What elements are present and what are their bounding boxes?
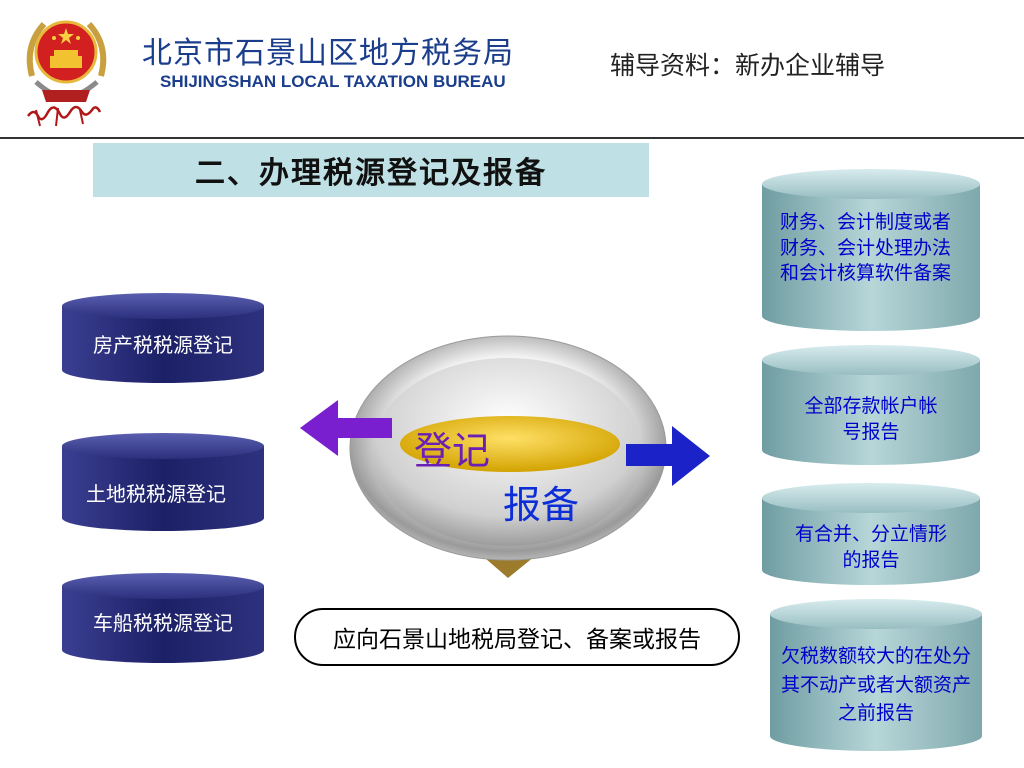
left-item-label: 车船税税源登记 (93, 611, 233, 635)
right-cylinder-tax-arrears-report: 欠税数额较大的在处分其不动产或者大额资产之前报告 (768, 598, 984, 752)
header-divider (0, 137, 1024, 139)
right-item-label: 财务、会计制度或者财务、会计处理办法和会计核算软件备案 (780, 211, 952, 285)
org-name-cn: 北京市石景山区地方税务局 (142, 36, 514, 71)
right-item-label: 有合并、分立情形的报告 (794, 523, 947, 571)
left-cylinder-land-tax: 土地税税源登记 (60, 432, 266, 532)
right-item-label: 欠税数额较大的在处分其不动产或者大额资产之前报告 (780, 645, 971, 724)
left-item-label: 房产税税源登记 (93, 333, 233, 357)
left-item-label: 土地税税源登记 (86, 482, 226, 506)
note-box: 应向石景山地税局登记、备案或报告 (294, 608, 740, 666)
center-lens-graphic (300, 335, 710, 578)
right-cylinder-merger-split-report: 有合并、分立情形的报告 (760, 482, 982, 586)
right-item-label: 全部存款帐户帐号报告 (804, 395, 938, 443)
file-label: 报备 (503, 483, 580, 527)
left-cylinder-vehicle-tax: 车船税税源登记 (60, 572, 266, 664)
org-name-en: SHIJINGSHAN LOCAL TAXATION BUREAU (160, 72, 506, 91)
section-title-box: 二、办理税源登记及报备 (93, 143, 649, 197)
right-arrow-icon (626, 426, 710, 486)
right-cylinder-accounting-filing: 财务、会计制度或者财务、会计处理办法和会计核算软件备案 (760, 168, 982, 332)
left-arrow-icon (300, 400, 392, 456)
note-text: 应向石景山地税局登记、备案或报告 (333, 627, 701, 653)
section-title: 二、办理税源登记及报备 (195, 156, 547, 191)
register-label: 登记 (414, 429, 491, 473)
document-label: 辅导资料：新办企业辅导 (610, 51, 886, 80)
tax-bureau-emblem (14, 6, 119, 132)
right-cylinder-bank-account-report: 全部存款帐户帐号报告 (760, 344, 982, 466)
left-cylinder-housing-tax: 房产税税源登记 (60, 292, 266, 384)
register-highlight (400, 416, 620, 472)
